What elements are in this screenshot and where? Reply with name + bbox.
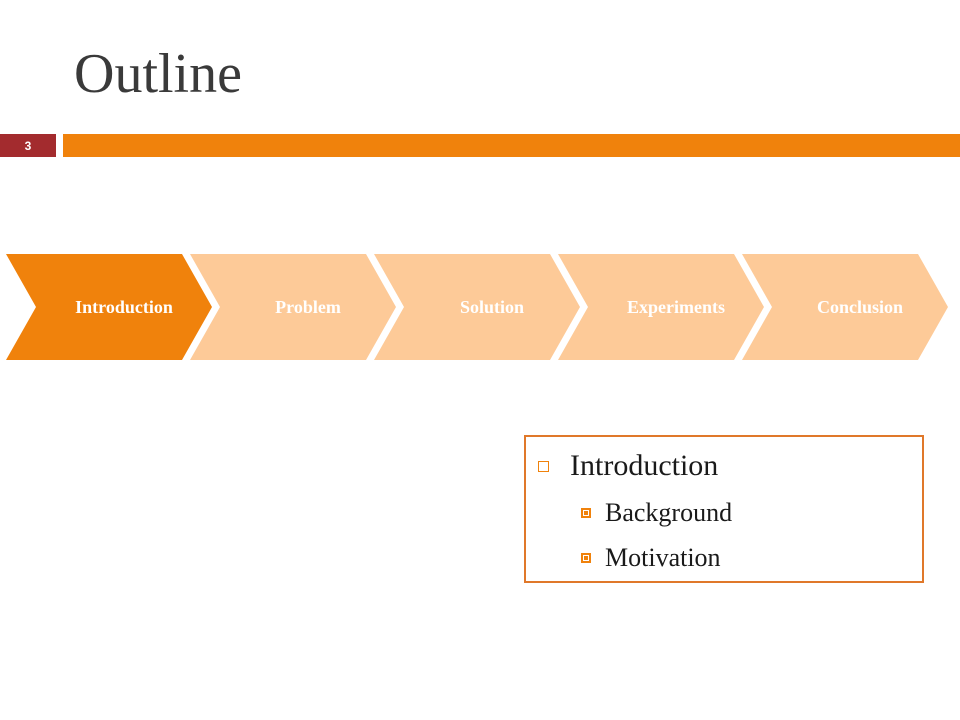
slide-title: Outline [74, 43, 242, 105]
outline-topic: Introduction [538, 449, 718, 483]
process-step-solution[interactable]: Solution [374, 254, 580, 360]
process-step-label: Introduction [75, 296, 173, 317]
outline-box: Introduction Background Motivation [524, 435, 924, 583]
process-step-introduction[interactable]: Introduction [6, 254, 212, 360]
process-step-label: Experiments [627, 296, 725, 317]
outline-subtopic-label: Background [605, 498, 733, 527]
process-step-label: Conclusion [816, 296, 904, 317]
process-step-experiments[interactable]: Experiments [558, 254, 764, 360]
header-bar [63, 134, 960, 157]
square-bullet-icon [581, 553, 591, 563]
outline-subtopic: Motivation [581, 543, 721, 573]
outline-subtopic: Background [581, 498, 732, 528]
process-step-conclusion[interactable]: Conclusion [742, 254, 948, 360]
process-step-problem[interactable]: Problem [190, 254, 396, 360]
outline-subtopic-label: Motivation [605, 543, 721, 572]
slide-number: 3 [0, 134, 56, 157]
process-step-label: Problem [275, 296, 341, 317]
square-bullet-icon [581, 508, 591, 518]
outline-topic-label: Introduction [570, 449, 719, 482]
square-bullet-icon [538, 460, 549, 472]
process-chevrons: Introduction Problem Solution Experiment… [0, 254, 960, 360]
process-step-label: Solution [459, 296, 525, 317]
